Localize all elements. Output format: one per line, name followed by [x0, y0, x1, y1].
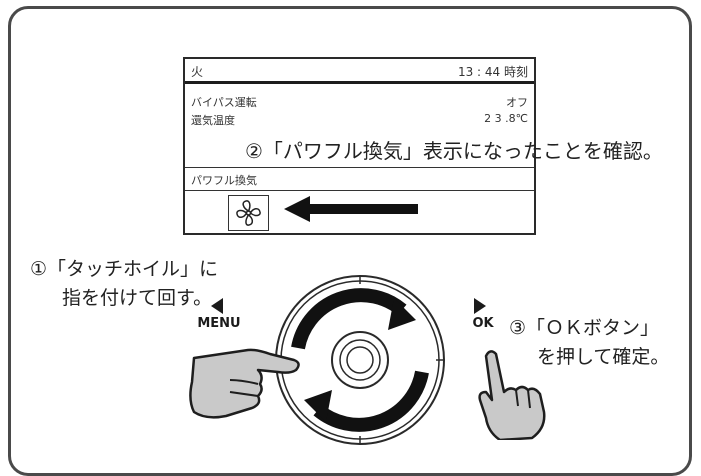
left-hand-icon — [189, 348, 300, 419]
header-divider — [185, 81, 534, 84]
menu-button[interactable]: MENU — [196, 298, 242, 344]
right-hand-icon — [478, 350, 546, 440]
step3-callout-line2: を押して確定。 — [537, 346, 670, 368]
ok-button[interactable]: OK — [468, 298, 498, 344]
mode-divider-bottom — [185, 190, 534, 191]
menu-label: MENU — [197, 316, 241, 331]
day-label: 火 — [191, 65, 204, 79]
clock-label: 13 : 44 時刻 — [457, 65, 528, 79]
temp-value: 2 3 .8℃ — [484, 112, 528, 125]
step1-callout-line1: ①「タッチホイル」に — [30, 258, 219, 280]
temp-label: 還気温度 — [191, 114, 235, 127]
ok-label: OK — [472, 316, 494, 331]
touch-wheel[interactable] — [270, 270, 450, 450]
fan-mode-box[interactable] — [228, 195, 269, 231]
pointer-arrow-icon — [284, 196, 418, 222]
bypass-label: バイパス運転 — [191, 96, 257, 109]
bypass-row: バイパス運転 オフ — [191, 94, 528, 110]
screen-header: 火 13 : 44 時刻 — [191, 63, 528, 80]
fan-icon — [236, 200, 261, 226]
temp-row: 還気温度 2 3 .8℃ — [191, 112, 528, 128]
powerful-label: パワフル換気 — [191, 174, 257, 187]
step2-callout: ②「パワフル換気」表示になったことを確認。 — [245, 139, 663, 163]
ok-right-arrow-icon — [474, 298, 486, 314]
menu-left-arrow-icon — [211, 298, 223, 314]
bypass-value: オフ — [506, 96, 528, 109]
step1-callout-line2: 指を付けて回す。 — [62, 287, 213, 309]
mode-divider — [185, 167, 534, 168]
step3-callout-line1: ③「ＯＫボタン」 — [509, 317, 660, 339]
powerful-row: パワフル換気 — [191, 172, 528, 188]
